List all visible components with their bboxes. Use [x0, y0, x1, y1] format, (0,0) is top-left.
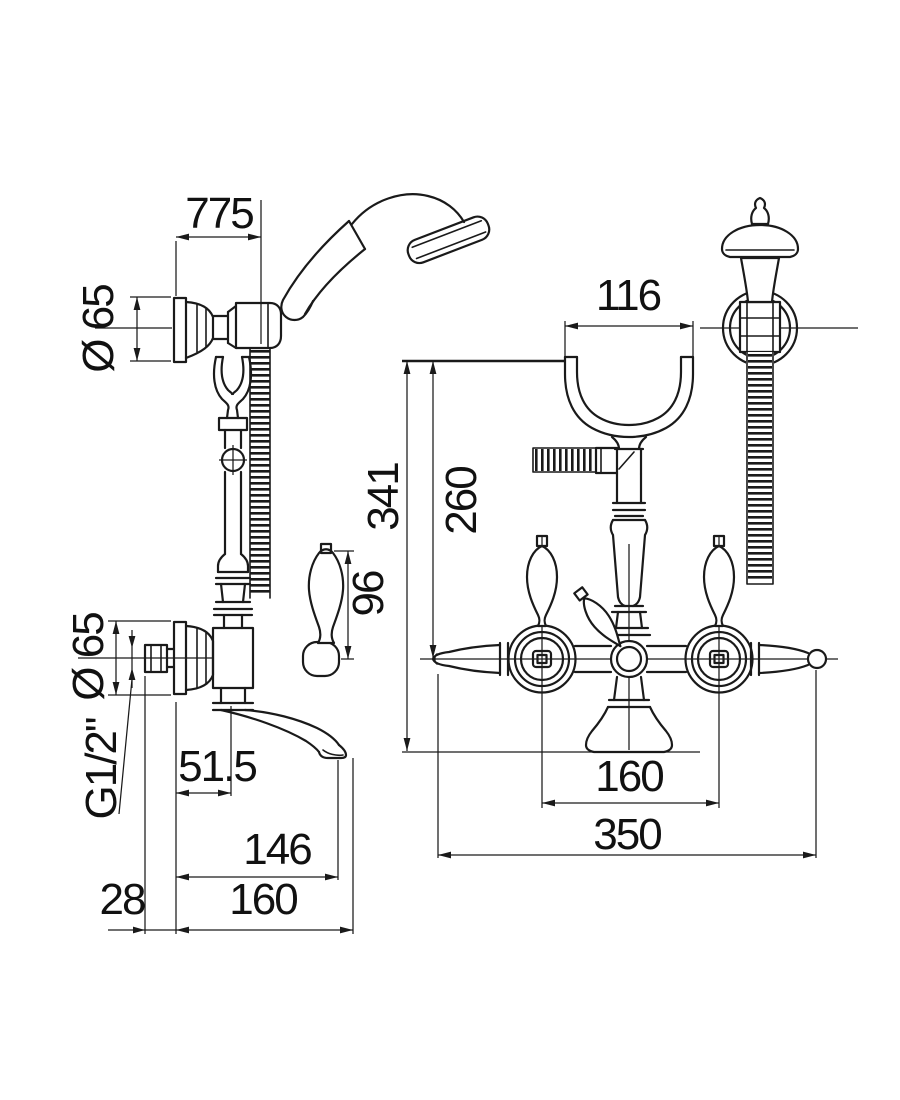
front-view: 341 260 116 — [359, 196, 858, 859]
dim-cradle-width: 116 — [596, 271, 661, 320]
dim-height-axis: 260 — [437, 467, 486, 535]
dim-escutcheon-diameter: Ø 65 — [64, 613, 113, 701]
bell-spout-front — [584, 675, 674, 754]
side-levers-front — [431, 641, 828, 677]
front-height-dimensions: 341 260 — [359, 361, 486, 751]
riser-column-front — [606, 472, 652, 637]
spout-side — [211, 686, 348, 760]
dim-lever-height: 96 — [344, 571, 393, 616]
front-width-dimensions: 160 350 — [437, 670, 817, 859]
hand-shower-head — [406, 215, 491, 265]
wall-holder-front — [700, 196, 858, 585]
hand-shower-side — [280, 193, 491, 322]
riser-column-side — [212, 355, 254, 630]
dim-bracket-diameter: Ø 65 — [74, 285, 123, 373]
dim-inlet-centres: 160 — [595, 752, 663, 801]
side-view: 775 Ø 65 96 Ø 65 G1/2" — [64, 189, 491, 934]
cradle-front: 116 — [563, 271, 695, 451]
dim-spout-reach: 160 — [229, 875, 297, 924]
dim-height-outlet: 341 — [359, 463, 408, 531]
dim-overall-width: 350 — [593, 810, 661, 859]
dim-union-projection: 28 — [100, 875, 145, 924]
shower-bracket — [172, 296, 283, 364]
hose-tee-front — [532, 446, 643, 476]
mixer-body-front — [507, 624, 754, 694]
valve-levers-front — [525, 534, 736, 648]
dim-wall-to-axis: 51.5 — [178, 742, 256, 791]
side-view-dimensions: 775 Ø 65 96 Ø 65 G1/2" — [64, 189, 393, 934]
diverter-lever — [573, 586, 622, 648]
side-view-centerlines — [78, 327, 213, 659]
dim-inlet-thread: G1/2" — [77, 718, 126, 819]
side-lever — [301, 542, 345, 678]
mixer-body-side — [143, 620, 255, 696]
shower-hose-front — [746, 351, 774, 585]
dim-hose-length: 775 — [185, 189, 253, 238]
shower-hose-side — [249, 347, 271, 599]
dim-wall-to-outlet: 146 — [243, 825, 311, 874]
